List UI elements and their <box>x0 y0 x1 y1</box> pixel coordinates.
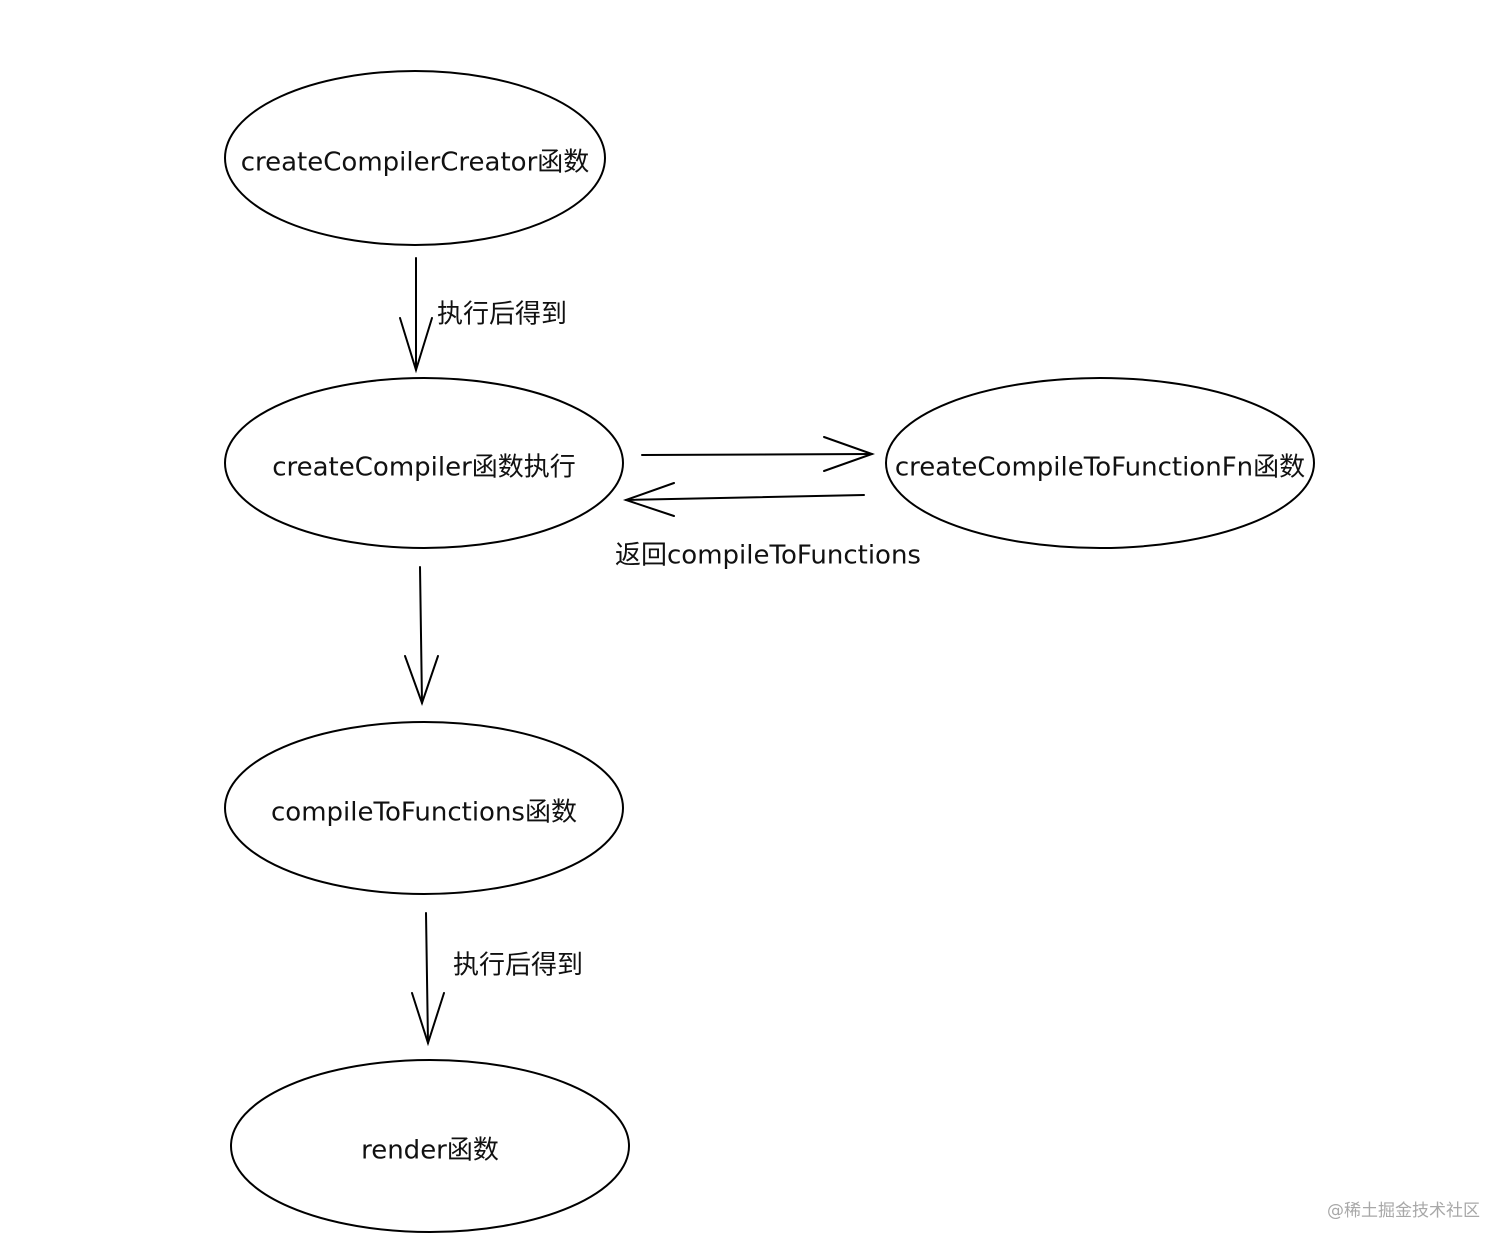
edge-compile-to-functions-to-render-arrowhead <box>411 992 445 1047</box>
node-create-compile-to-function-fn-label: createCompileToFunctionFn函数 <box>895 453 1305 483</box>
node-create-compiler-creator: createCompilerCreator函数 <box>224 70 606 246</box>
edge-creator-to-compiler-arrowhead <box>399 317 433 374</box>
edge-compiler-to-compile-fn-line <box>641 453 873 456</box>
node-create-compiler-label: createCompiler函数执行 <box>272 453 576 483</box>
node-render-label: render函数 <box>361 1136 499 1166</box>
node-create-compile-to-function-fn: createCompileToFunctionFn函数 <box>885 377 1315 549</box>
edge-compiler-to-compile-to-functions <box>404 566 439 707</box>
watermark-text: @稀土掘金技术社区 <box>1327 1201 1480 1221</box>
node-create-compile-to-function-fn-shape <box>885 377 1315 549</box>
edge-compiler-to-compile-to-functions-arrowhead <box>404 655 439 707</box>
edge-compiler-to-compile-to-functions-line <box>419 566 423 704</box>
edge-creator-to-compiler: 执行后得到 <box>399 257 567 374</box>
node-render: render函数 <box>230 1059 630 1233</box>
edge-creator-to-compiler-label: 执行后得到 <box>437 300 567 330</box>
edge-compile-fn-to-compiler-arrowhead <box>622 482 675 517</box>
edge-compiler-to-compile-fn-arrowhead <box>823 436 875 472</box>
edge-compile-fn-to-compiler-line <box>625 494 865 501</box>
edge-compile-to-functions-to-render-line <box>425 912 429 1044</box>
node-render-shape <box>230 1059 630 1233</box>
edge-compile-fn-to-compiler: 返回compileToFunctions <box>615 482 921 571</box>
node-compile-to-functions: compileToFunctions函数 <box>224 721 624 895</box>
node-compile-to-functions-shape <box>224 721 624 895</box>
node-create-compiler-shape <box>224 377 624 549</box>
edge-compile-to-functions-to-render: 执行后得到 <box>411 912 583 1047</box>
node-compile-to-functions-label: compileToFunctions函数 <box>271 798 577 828</box>
edge-compiler-to-compile-fn <box>641 436 875 472</box>
node-create-compiler-creator-shape <box>224 70 606 246</box>
edge-compile-to-functions-to-render-label: 执行后得到 <box>453 951 583 981</box>
node-create-compiler: createCompiler函数执行 <box>224 377 624 549</box>
edge-compile-fn-to-compiler-label: 返回compileToFunctions <box>615 541 921 571</box>
node-create-compiler-creator-label: createCompilerCreator函数 <box>241 148 590 178</box>
